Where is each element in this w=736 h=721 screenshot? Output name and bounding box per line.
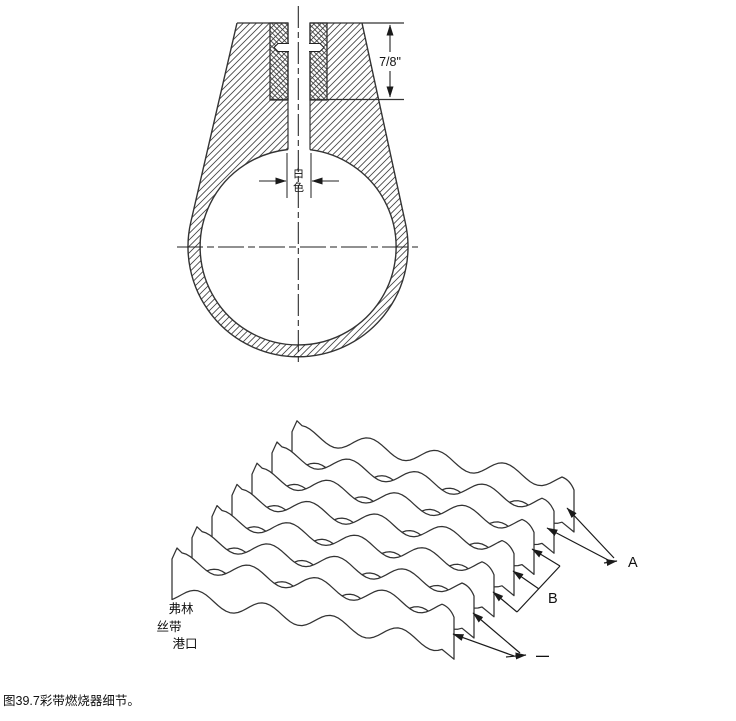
figure-canvas: 7/8" 白 色 A B — 弗林 丝带	[156, 6, 638, 663]
leader-arrow-b2	[512, 570, 540, 590]
insert-left	[269, 22, 289, 101]
port-label-line-3: 港口	[172, 637, 197, 651]
leader-arrow-a1	[566, 507, 615, 559]
burner-cross-section-drawing: 7/8" 白 色	[177, 6, 418, 365]
ribbon-stack-drawing	[171, 420, 575, 660]
leader-arrow-d2	[452, 633, 515, 657]
notch-right	[309, 42, 325, 53]
port-label-line-2: 丝带	[156, 620, 181, 634]
dimension-7-8: 7/8"	[379, 24, 401, 98]
burner-bore-fill	[200, 149, 396, 345]
burner-slot	[288, 23, 310, 150]
leader-arrow-b3	[492, 591, 518, 613]
leader-arrow-a-label	[603, 559, 618, 567]
label-b: B	[548, 591, 558, 607]
label-dash: —	[536, 648, 549, 663]
leader-arrow-d1	[472, 612, 521, 654]
dimension-label: 7/8"	[379, 55, 401, 69]
leader-arrow-b1	[531, 548, 561, 567]
notch-left	[273, 42, 289, 53]
leader-arrow-a2	[546, 527, 611, 562]
slot-label-char-1: 白	[293, 166, 304, 180]
port-label-line-1: 弗林	[168, 602, 194, 616]
burner-edge-lines	[237, 22, 404, 150]
label-a: A	[628, 555, 638, 571]
figure-caption: 图39.7彩带燃烧器细节。	[3, 694, 140, 708]
insert-right	[309, 22, 328, 101]
ribbon-callouts: A B — 弗林 丝带 港口	[156, 507, 638, 663]
leader-arrow-d-label	[505, 652, 527, 660]
burner-bore-circle	[199, 148, 397, 346]
ribbon-strip	[171, 547, 455, 660]
